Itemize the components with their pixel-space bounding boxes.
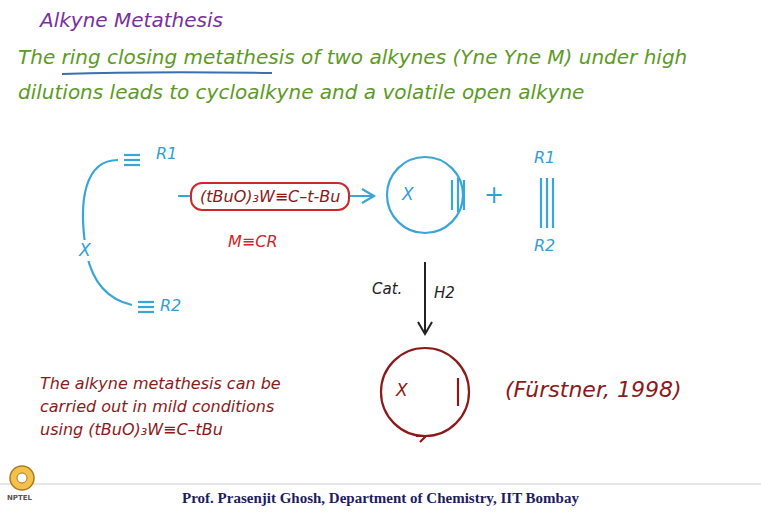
catalyst-label: Cat. bbox=[372, 280, 402, 299]
plus-sign: + bbox=[484, 180, 504, 210]
diyne-chain bbox=[83, 155, 154, 312]
cycloalkyne-ring bbox=[387, 157, 464, 233]
substituent-label: R1 bbox=[156, 144, 177, 164]
linker-label: X bbox=[402, 184, 414, 205]
logo-text: NPTEL bbox=[7, 494, 32, 503]
logo-icon bbox=[10, 466, 34, 490]
underline bbox=[62, 72, 272, 74]
open-alkyne bbox=[541, 178, 553, 228]
cycloalkene-ring bbox=[381, 348, 469, 442]
linker-label: X bbox=[396, 380, 408, 401]
reagent-label: H2 bbox=[434, 284, 455, 303]
linker-label: X bbox=[77, 240, 93, 261]
citation: (Fürstner, 1998) bbox=[505, 376, 681, 404]
statement-text: The ring closing metathesis of two alkyn… bbox=[18, 40, 743, 110]
note-text: The alkyne metathesis can be carried out… bbox=[40, 372, 315, 442]
carbyne-formula: M≡CR bbox=[228, 232, 278, 252]
slide-title: Alkyne Metathesis bbox=[40, 8, 223, 33]
substituent-label: R2 bbox=[534, 236, 555, 256]
footer-rule bbox=[0, 484, 761, 485]
substituent-label: R1 bbox=[534, 148, 555, 168]
substituent-label: R2 bbox=[160, 296, 181, 316]
footer-credit: Prof. Prasenjit Ghosh, Department of Che… bbox=[0, 489, 761, 508]
hydrogenation-arrow bbox=[418, 262, 432, 334]
catalyst-formula: (tBuO)₃W≡C–t-Bu bbox=[200, 187, 340, 206]
catalyst-box: (tBuO)₃W≡C–t-Bu bbox=[190, 182, 350, 211]
